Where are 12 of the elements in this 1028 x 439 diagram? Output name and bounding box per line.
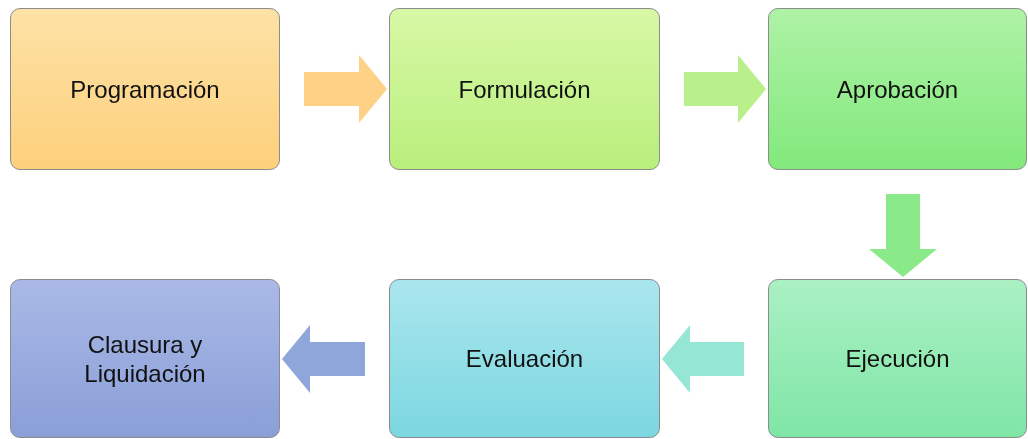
process-box: [768, 8, 1027, 170]
step-label: Programación: [69, 74, 221, 104]
step-label: Formulación: [457, 74, 592, 104]
process-box: [389, 279, 660, 438]
step-label: Ejecución: [844, 344, 951, 373]
process-box: [10, 279, 280, 438]
step-label: Clausura y Liquidación: [83, 329, 207, 388]
step-label: Evaluación: [464, 344, 585, 373]
process-box: [389, 8, 660, 170]
process-box: [768, 279, 1027, 438]
step-label: Aprobación: [835, 74, 960, 104]
process-box: [10, 8, 280, 170]
